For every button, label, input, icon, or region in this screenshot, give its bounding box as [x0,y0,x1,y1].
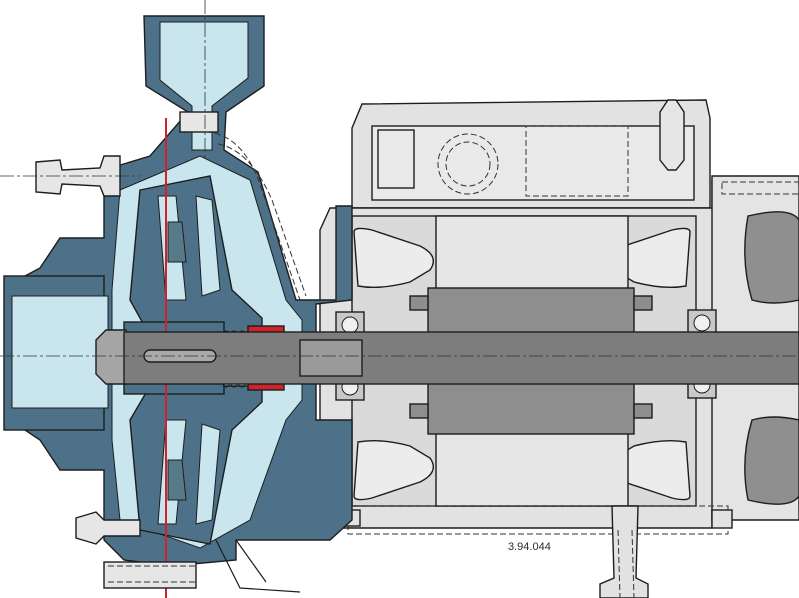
motor-support-foot [599,505,649,598]
stator-stack-lower [435,431,629,507]
motor-foot-bolt-right [711,509,733,529]
impeller-vane-upper-2 [195,195,221,297]
winding-lower [353,439,434,501]
pump-foot [215,539,301,593]
rotor-ring-left-2 [409,403,429,419]
shaft-collar [299,339,363,377]
fan-blade-upper [744,211,799,304]
impeller-vane-lower-2 [195,423,221,525]
rear-bearing-ball-upper [693,314,711,332]
inlet-bore [11,295,109,409]
terminal-box-inner [371,125,695,201]
cable-gland-circle [437,133,499,195]
impeller-nut [95,329,127,385]
front-bearing-ball-upper [341,316,359,334]
pump-assembly [3,15,353,598]
lifting-eye-bolt [659,99,685,171]
rotor-ring-left [409,295,429,311]
cable-gland-inner [445,141,491,187]
rotor-ring-right [633,295,653,311]
drawing-reference-number: 3.94.044 [508,541,551,553]
motor-shaft [123,331,799,385]
hidden-support-lines [617,529,635,598]
drain-bolt [75,511,141,545]
discharge-bore [159,21,249,151]
hidden-foot-lines [108,565,196,583]
rotor-ring-right-2 [633,403,653,419]
terminal-block [525,125,629,197]
vane-tip-upper [167,221,187,263]
rear-tie-rod [721,181,799,195]
discharge-bolt [179,111,219,133]
hidden-pipe-upper [205,131,301,301]
hidden-pipe-upper-2 [217,143,307,297]
fan-blade-lower [744,416,799,505]
terminal-clip [377,129,415,189]
winding-upper [353,227,434,289]
vane-tip-lower [167,459,187,501]
stator-stack-upper [435,215,629,291]
